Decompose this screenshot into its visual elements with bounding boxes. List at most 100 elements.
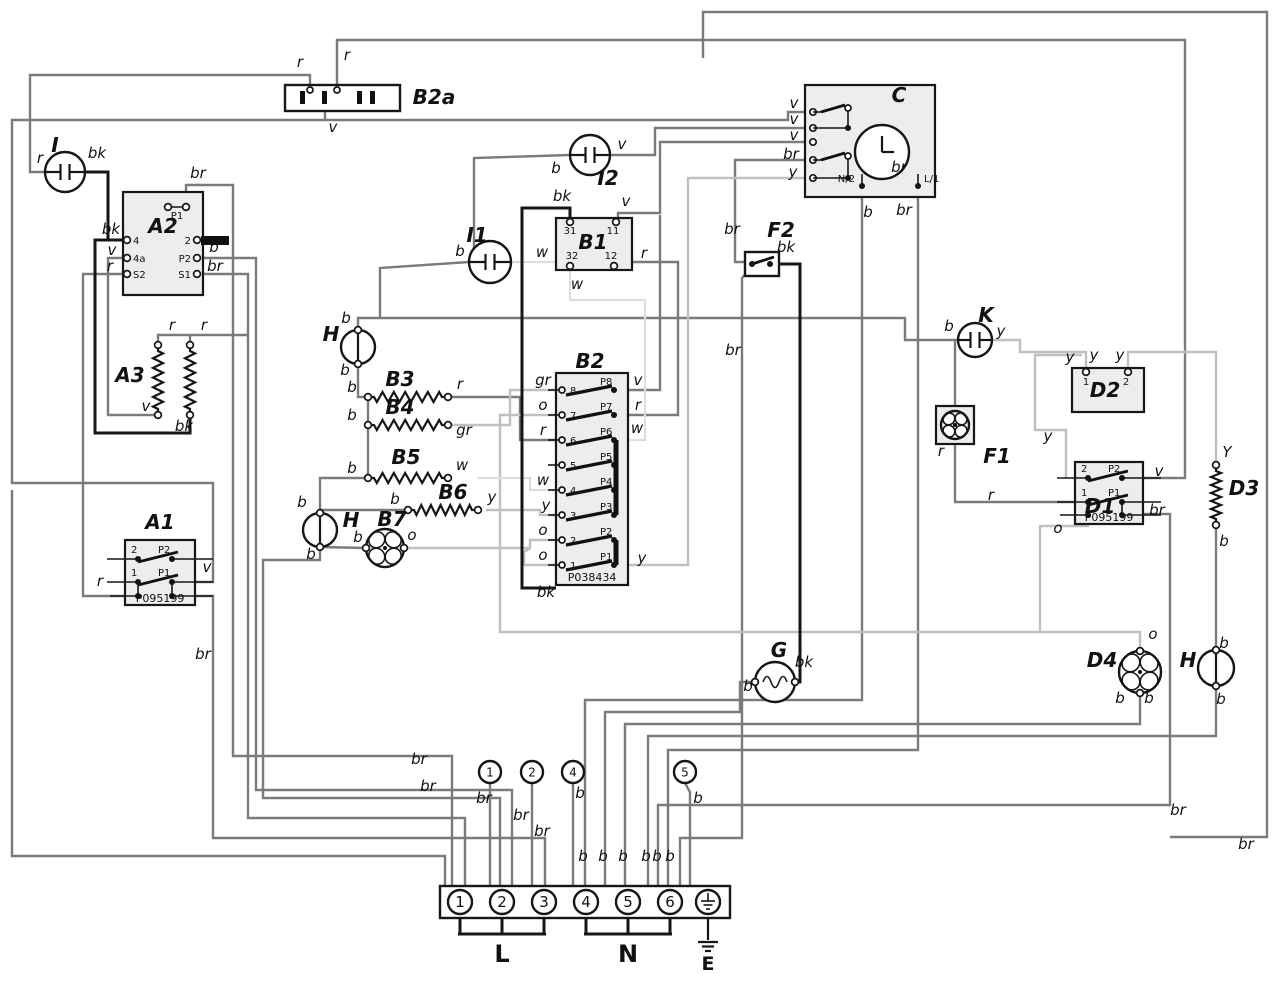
wire-label-br: br bbox=[411, 750, 428, 768]
component-title-A1: A1 bbox=[143, 510, 174, 534]
wire-label-b: b bbox=[297, 493, 307, 511]
pin bbox=[363, 473, 373, 483]
pin bbox=[790, 677, 800, 687]
pin-label: 8 bbox=[570, 386, 576, 397]
wire-label-r: r bbox=[457, 375, 464, 393]
pin-label: 1 bbox=[570, 561, 576, 572]
wire-label-r: r bbox=[201, 316, 208, 334]
pin bbox=[122, 235, 132, 245]
terminal-number: 3 bbox=[539, 893, 549, 911]
pin-label: 4 bbox=[133, 236, 139, 247]
wire-label-br: br bbox=[513, 806, 530, 824]
pin bbox=[403, 505, 413, 515]
pin bbox=[153, 410, 163, 420]
pin-label: P2 bbox=[600, 527, 612, 538]
wire-label-b: b bbox=[341, 309, 351, 327]
pin bbox=[315, 508, 325, 518]
pin bbox=[443, 473, 453, 483]
wire-label-v: v bbox=[329, 118, 339, 136]
wire-55 bbox=[568, 270, 647, 442]
wire-label-r: r bbox=[938, 442, 945, 460]
contact-bar bbox=[370, 91, 375, 104]
wire-35 bbox=[683, 782, 692, 886]
fan-blade bbox=[1139, 653, 1159, 673]
pin bbox=[565, 217, 575, 227]
switch-blade bbox=[565, 509, 613, 522]
terminal-number: 6 bbox=[665, 893, 675, 911]
component-title-B6: B6 bbox=[438, 480, 467, 504]
wire-label-v: v bbox=[790, 110, 800, 128]
wire-24 bbox=[733, 158, 806, 264]
fan-blade bbox=[368, 531, 386, 549]
component-title-C: C bbox=[892, 83, 907, 107]
wire-label-br: br bbox=[190, 164, 207, 182]
switch-blade bbox=[820, 103, 846, 114]
pin bbox=[185, 340, 195, 350]
wire-label-b: b bbox=[863, 203, 873, 221]
lamp-I bbox=[43, 150, 87, 194]
wire-ref-4: 4 bbox=[560, 759, 586, 785]
pin bbox=[363, 420, 373, 430]
wire-label-b: b bbox=[578, 847, 588, 865]
ref-number: 2 bbox=[528, 766, 536, 780]
pin bbox=[153, 340, 163, 350]
resistor-B5 bbox=[363, 470, 453, 486]
pin-label: P2 bbox=[1108, 464, 1120, 475]
wire-label-y: y bbox=[788, 163, 799, 181]
component-title-D2: D2 bbox=[1090, 378, 1121, 402]
wire-58 bbox=[93, 238, 192, 435]
pin bbox=[558, 511, 566, 519]
pin bbox=[181, 202, 191, 212]
terminal-number: 4 bbox=[581, 893, 591, 911]
pin-label: P1 bbox=[158, 568, 170, 579]
wire-19 bbox=[628, 260, 680, 417]
pin bbox=[163, 202, 173, 212]
component-title-B5: B5 bbox=[391, 445, 420, 469]
pin-label: 3 bbox=[570, 511, 576, 522]
component-title-B2: B2 bbox=[575, 349, 604, 373]
fan-blade bbox=[954, 412, 968, 426]
resistor-A3-1 bbox=[150, 340, 166, 420]
wire-label-br: br bbox=[476, 789, 493, 807]
pin-label: P1 bbox=[1108, 488, 1120, 499]
pin bbox=[185, 410, 195, 420]
wire-label-bk: bk bbox=[795, 653, 815, 671]
pin-label: 1 bbox=[131, 568, 137, 579]
switch-blade bbox=[565, 484, 613, 497]
component-F2 bbox=[743, 250, 781, 278]
motor-D4 bbox=[1117, 646, 1163, 698]
wire-label-b: b bbox=[455, 242, 465, 260]
wire-59 bbox=[520, 206, 572, 590]
terminal bbox=[614, 888, 642, 916]
lamp-I1 bbox=[467, 239, 513, 285]
wire-label-w: w bbox=[456, 456, 469, 474]
pin bbox=[315, 542, 325, 552]
wire-label-b: b bbox=[1219, 634, 1229, 652]
wire-label-b: b bbox=[665, 847, 675, 865]
pin-label: 6 bbox=[570, 436, 576, 447]
wire-label-v: v bbox=[618, 135, 628, 153]
wire-label-v: v bbox=[1155, 462, 1165, 480]
wire-2 bbox=[335, 38, 1187, 480]
wire-label-br: br bbox=[1238, 835, 1255, 853]
pin-label: 7 bbox=[570, 411, 576, 422]
component-title-A2: A2 bbox=[146, 214, 177, 238]
ref-circle bbox=[672, 759, 698, 785]
wire-label-br: br bbox=[1149, 501, 1166, 519]
wire-20 bbox=[953, 444, 1088, 504]
wire-45 bbox=[1033, 353, 1082, 478]
component-title-B3: B3 bbox=[385, 367, 414, 391]
wire-label-b: b bbox=[347, 378, 357, 396]
part-number: P095199 bbox=[1085, 511, 1134, 524]
pin bbox=[565, 261, 575, 271]
wire-label-v: v bbox=[790, 94, 800, 112]
switch-blade bbox=[820, 151, 846, 162]
component-box bbox=[554, 216, 634, 272]
wire-label-v: v bbox=[108, 241, 118, 259]
wire-label-b: b bbox=[347, 406, 357, 424]
pin-label: 32 bbox=[566, 251, 579, 262]
pin-label: P8 bbox=[600, 377, 612, 388]
wire-label-y: y bbox=[637, 549, 648, 567]
pin bbox=[443, 420, 453, 430]
